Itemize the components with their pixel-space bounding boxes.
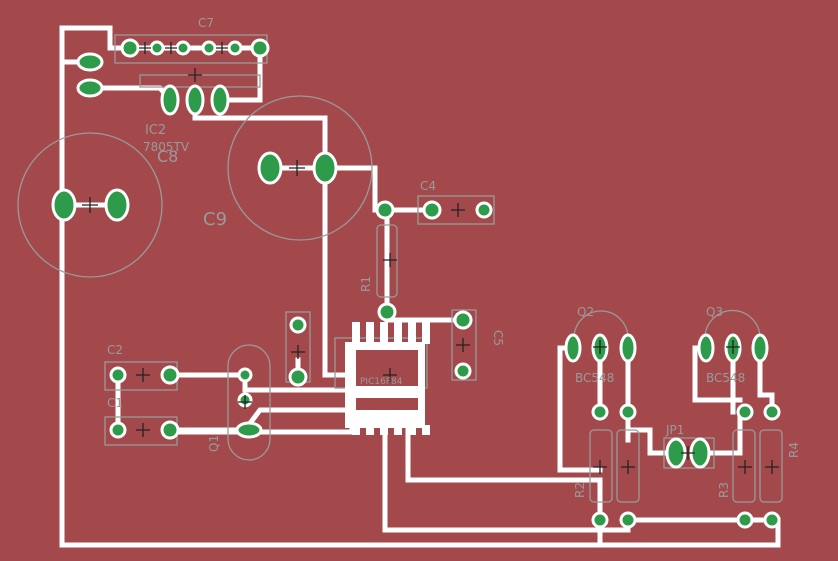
- label-q1: Q1: [207, 435, 221, 452]
- q1-pad-3: [235, 421, 263, 439]
- c5-outline: [451, 309, 477, 381]
- r2-pad-top: [591, 403, 609, 421]
- c2-pad-1: [109, 366, 127, 384]
- label-r4: R4: [787, 442, 801, 458]
- c9-pad-1: [257, 151, 283, 185]
- label-c9: C9: [203, 209, 227, 230]
- label-reg: 7805TV: [143, 140, 190, 154]
- c9-outline: [227, 95, 373, 241]
- q1-outline: [227, 344, 271, 461]
- c4-outline: [417, 195, 495, 225]
- pads: [51, 38, 781, 529]
- c3-pad-2: [288, 367, 308, 387]
- c6-pad-2: [76, 78, 104, 98]
- q3-outline: [704, 309, 761, 339]
- c7-pad-6: [250, 38, 270, 58]
- label-ic2: IC2: [145, 123, 166, 138]
- label-jp1: JP1: [665, 423, 684, 437]
- c1-pad-2: [160, 420, 180, 440]
- label-q2-part: BC548: [575, 371, 614, 385]
- label-q3-part: BC548: [706, 371, 745, 385]
- c4-pad-2: [422, 200, 442, 220]
- label-c1: C1: [107, 396, 123, 410]
- r2-pad-bottom: [591, 511, 609, 529]
- r2b-outline: [616, 429, 640, 503]
- r1-pad: [377, 302, 397, 322]
- label-c8: C8: [157, 147, 178, 166]
- label-c4: C4: [420, 179, 436, 193]
- r3-pad-top: [736, 403, 754, 421]
- ic2-tab: [139, 74, 261, 88]
- c4-pad-1: [375, 200, 395, 220]
- ic2-pad-2: [185, 84, 205, 116]
- label-c2: C2: [107, 343, 123, 357]
- label-r3: R3: [717, 482, 731, 498]
- c1-pad-1: [109, 421, 127, 439]
- jp1-outline: [663, 437, 715, 469]
- r2-outline: [589, 429, 613, 503]
- ic1-chip: [345, 322, 430, 435]
- origin-marks: [82, 42, 779, 474]
- c4-pad-3: [475, 201, 493, 219]
- q3-pad-1: [697, 333, 715, 363]
- q2-pad-1: [564, 333, 582, 363]
- c8-pad-1: [51, 188, 77, 222]
- label-r1: R1: [359, 276, 373, 292]
- c7-pad-5: [227, 40, 243, 56]
- label-c5: C5: [491, 330, 505, 346]
- label-c7: C7: [198, 16, 214, 30]
- c7-pad-1: [120, 38, 140, 58]
- r3-pad-bottom: [736, 511, 754, 529]
- r4-pad-top: [763, 403, 781, 421]
- label-q2: Q2: [577, 305, 594, 319]
- c5-pad-1: [453, 310, 473, 330]
- r3-outline: [732, 429, 756, 503]
- c9-pad-2: [312, 151, 338, 185]
- q1-pad-1: [237, 367, 253, 383]
- c7-pad-4: [201, 40, 217, 56]
- c2-pad-2: [160, 365, 180, 385]
- q2-outline: [573, 310, 629, 339]
- q2-pad-3: [619, 333, 637, 363]
- c5-pad-2: [454, 362, 472, 380]
- label-ic1: PIC16F84: [360, 377, 403, 387]
- c3-pad-1: [289, 316, 307, 334]
- r2b-pad-bottom: [619, 511, 637, 529]
- silkscreen-labels: C7 IC2 7805TV C8 C9 C4 R1 C5 Q2 Q3 BC548…: [107, 16, 801, 498]
- ic2-pad-1: [160, 84, 180, 116]
- c7-pad-3: [175, 40, 191, 56]
- c8-pad-2: [104, 188, 130, 222]
- label-q3: Q3: [706, 305, 723, 319]
- ic2-pad-3: [210, 84, 230, 116]
- r1-outline: [376, 224, 398, 298]
- r2b-pad-top: [619, 403, 637, 421]
- c6-pad-1: [76, 52, 104, 72]
- q3-pad-3: [751, 333, 769, 363]
- label-r2: R2: [573, 482, 587, 498]
- c7-pad-2: [149, 40, 165, 56]
- r4-pad-bottom: [763, 511, 781, 529]
- r4-outline: [759, 429, 783, 503]
- c8-outline: [17, 132, 163, 278]
